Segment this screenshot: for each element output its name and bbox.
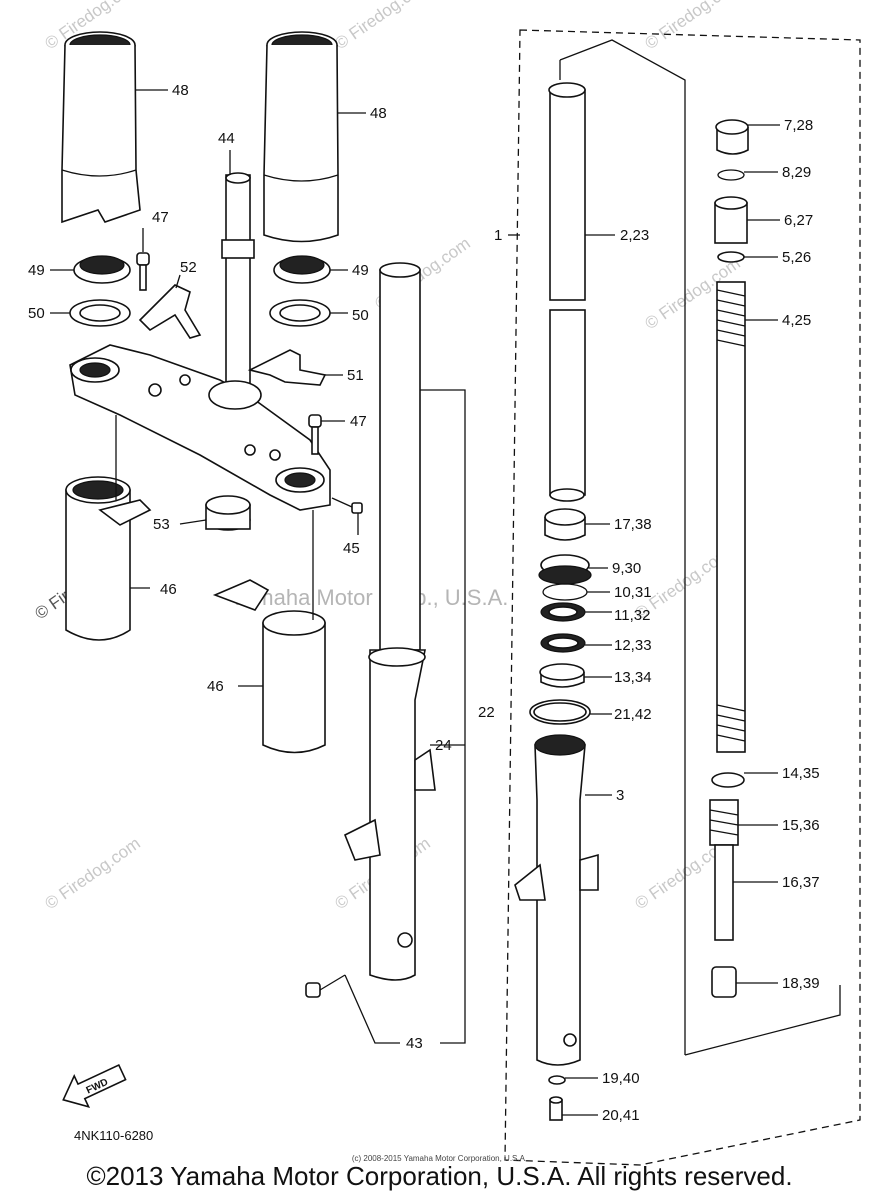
callout-labels: 48 48 44 47 52 49 49 50 50 51 47 53 45 4… — [28, 82, 820, 1124]
callout-18-39: 18,39 — [782, 975, 820, 992]
watermark-text: © Firedog.com — [41, 834, 143, 914]
callout-10-31: 10,31 — [614, 584, 652, 601]
copyright-notice: ©2013 Yamaha Motor Corporation, U.S.A. A… — [86, 1161, 793, 1191]
callout-8-29: 8,29 — [782, 164, 811, 181]
watermark-center: Yamaha Motor Corp., U.S.A. — [230, 585, 508, 610]
callout-7-28: 7,28 — [784, 117, 813, 134]
callout-50-right: 50 — [352, 307, 369, 324]
bushing-49-left — [73, 255, 131, 284]
callout-3: 3 — [616, 787, 624, 804]
o-ring-8-29 — [717, 169, 745, 181]
seal-11-32 — [540, 602, 586, 622]
bolt-45 — [331, 497, 363, 514]
callout-24: 24 — [435, 737, 452, 754]
callout-5-26: 5,26 — [782, 249, 811, 266]
outer-tube-3 — [514, 734, 599, 1066]
diagram-code: 4NK110-6280 — [74, 1128, 154, 1143]
washer-50-left — [69, 299, 131, 327]
leader-line — [684, 985, 841, 1056]
callout-47-upper: 47 — [152, 209, 169, 226]
spring-4-25 — [716, 281, 746, 753]
callout-45: 45 — [343, 540, 360, 557]
callout-49-left: 49 — [28, 262, 45, 279]
callout-9-30: 9,30 — [612, 560, 641, 577]
bracket-51 — [247, 349, 327, 386]
fork-cover-46-right — [212, 579, 326, 754]
callout-13-34: 13,34 — [614, 669, 652, 686]
callout-19-40: 19,40 — [602, 1070, 640, 1087]
bushing-13-34 — [539, 663, 585, 688]
bracket-52 — [138, 284, 202, 339]
outer-fork-tube-22 — [343, 262, 436, 981]
ring-14-35 — [711, 772, 745, 788]
callout-17-38: 17,38 — [614, 516, 652, 533]
fork-cover-46-left — [65, 476, 152, 641]
inner-tube-2-23 — [548, 82, 586, 502]
washer-12-33 — [540, 633, 586, 653]
callout-46-right: 46 — [207, 678, 224, 695]
damper-rod-16-37 — [709, 799, 739, 941]
nut-53 — [205, 495, 251, 531]
cap-bolt-7-28 — [715, 119, 749, 155]
small-copyright: (c) 2008-2015 Yamaha Motor Corporation, … — [351, 1154, 528, 1163]
callout-52: 52 — [180, 259, 197, 276]
fork-cover-48-left — [61, 31, 141, 224]
callout-21-42: 21,42 — [614, 706, 652, 723]
seal-17-38 — [544, 508, 586, 541]
bolt-47-upper — [136, 252, 150, 291]
clip-10-31 — [542, 583, 588, 601]
bolt-43 — [305, 974, 346, 998]
callout-20-41: 20,41 — [602, 1107, 640, 1124]
callout-14-35: 14,35 — [782, 765, 820, 782]
callout-44: 44 — [218, 130, 235, 147]
callout-50-left: 50 — [28, 305, 45, 322]
callout-15-36: 15,36 — [782, 817, 820, 834]
callout-43: 43 — [406, 1035, 423, 1052]
seal-9-30 — [538, 554, 592, 585]
spacer-6-27 — [714, 196, 748, 244]
fork-cover-48-right — [263, 31, 339, 243]
watermark-text: © Firedog.com — [641, 0, 743, 53]
callout-11-32: 11,32 — [614, 607, 650, 624]
bushing-49-right — [273, 255, 331, 284]
callout-12-33: 12,33 — [614, 637, 652, 654]
callout-1: 1 — [494, 227, 502, 244]
fwd-arrow-icon: FWD — [62, 1064, 127, 1108]
o-ring-21-42 — [529, 699, 591, 725]
callout-51: 51 — [347, 367, 364, 384]
callout-48-right: 48 — [370, 105, 387, 122]
leader-line — [559, 39, 686, 1055]
steering-stem-44 — [221, 172, 255, 401]
taper-spindle-18-39 — [711, 966, 737, 998]
under-bracket — [69, 344, 331, 511]
callout-53: 53 — [153, 516, 170, 533]
callout-2-23: 2,23 — [620, 227, 649, 244]
washer-5-26 — [717, 251, 745, 263]
callout-48-left: 48 — [172, 82, 189, 99]
inner-assembly-boundary — [504, 29, 861, 1166]
callout-49-right: 49 — [352, 262, 369, 279]
washer-19-40 — [548, 1075, 566, 1085]
watermark-text: © Firedog.com — [331, 0, 433, 53]
callout-22: 22 — [478, 704, 495, 721]
callout-4-25: 4,25 — [782, 312, 811, 329]
callout-16-37: 16,37 — [782, 874, 820, 891]
callout-47-lower: 47 — [350, 413, 367, 430]
bolt-20-41 — [549, 1096, 563, 1121]
leader-lines — [50, 89, 780, 1116]
callout-6-27: 6,27 — [784, 212, 813, 229]
washer-50-right — [269, 299, 331, 327]
callout-46-left: 46 — [160, 581, 177, 598]
